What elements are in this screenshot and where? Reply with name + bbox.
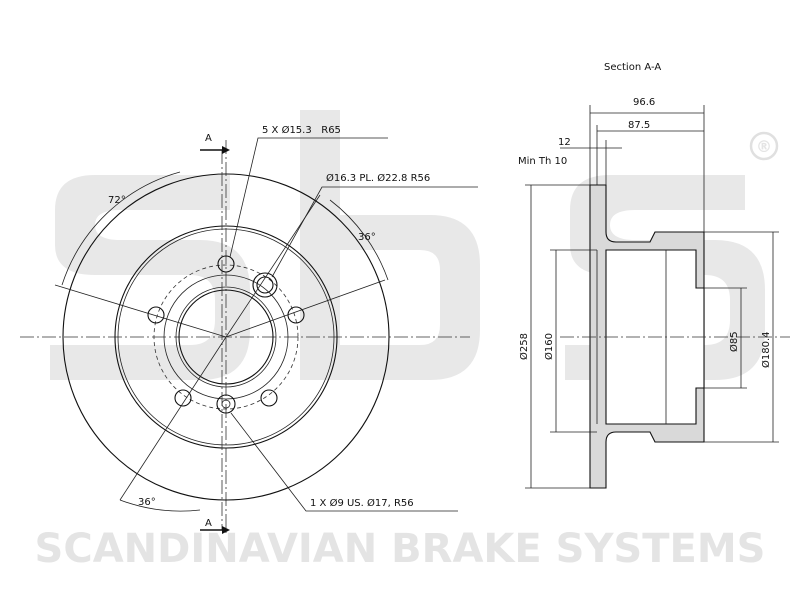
registered-mark: ® [756,137,772,156]
logo-s-right [565,175,765,380]
dim-hat-height: 87.5 [628,120,650,131]
leader-bolt-holes [229,137,388,258]
front-view: A A 72° 36° 36° 5 X Ø15.3 R65 Ø16.3 PL. … [20,124,478,535]
angle-label-36-right: 36° [358,232,376,243]
leader-plate-holes [271,186,478,278]
threaded-hole-outer [216,394,236,414]
section-title: Section A-A [604,62,661,73]
plate-hole-counterbore [252,272,278,298]
angle-arc-36-right [329,199,389,281]
hat-face-edge [163,274,289,400]
disc-outer-edge [62,173,390,501]
angle-label-72: 72° [108,195,126,206]
bolt-hole [174,389,192,407]
dim-min-thickness: Min Th 10 [518,156,567,167]
bore-chamfer [175,286,277,388]
company-name-watermark: SCANDINAVIAN BRAKE SYSTEMS [35,526,766,572]
dim-friction-inner-diameter: Ø160 [543,333,555,360]
sbs-logo-watermark: ® SCANDINAVIAN BRAKE SYSTEMS [35,110,779,572]
dim-outer-diameter: Ø258 [518,333,530,360]
dim-total-height: 96.6 [633,97,655,108]
plate-hole [252,272,278,298]
logo-s-left [50,175,250,380]
angle-ray-right [225,279,386,338]
dim-hat-diameter: Ø180.4 [760,332,772,369]
center-bore [178,289,274,385]
angle-ray-lower [119,336,227,501]
plate-hole-bore [256,276,274,294]
section-mark-bottom: A [205,518,212,529]
section-arrowhead-top [222,146,230,154]
registered-circle [749,131,779,161]
leader-threaded-hole [230,412,458,512]
bolt-hole [147,306,165,324]
callout-plate-holes: Ø16.3 PL. Ø22.8 R56 [326,172,430,184]
logo-b [300,110,480,380]
callout-bolt-holes: 5 X Ø15.3 R65 [262,124,341,136]
angle-arc-36-bottom [119,499,201,512]
angle-label-36-bottom: 36° [138,497,156,508]
dim-thickness: 12 [558,137,571,148]
bolt-hole [260,389,278,407]
section-mark-top: A [205,133,212,144]
section-arrowhead-bottom [222,526,230,534]
callout-threaded-hole: 1 X Ø9 US. Ø17, R56 [310,497,414,509]
bolt-circle [153,264,299,410]
hat-outer-edge [114,225,338,449]
angle-arc-72 [61,171,181,286]
friction-ring-inner-edge [117,228,335,446]
section-view: Section A-A 96.6 87.5 12 Min Th 10 Ø258 … [518,62,790,489]
bolt-hole [217,255,235,273]
dim-center-bore: Ø85 [728,331,740,352]
angle-ray-left [54,284,227,338]
